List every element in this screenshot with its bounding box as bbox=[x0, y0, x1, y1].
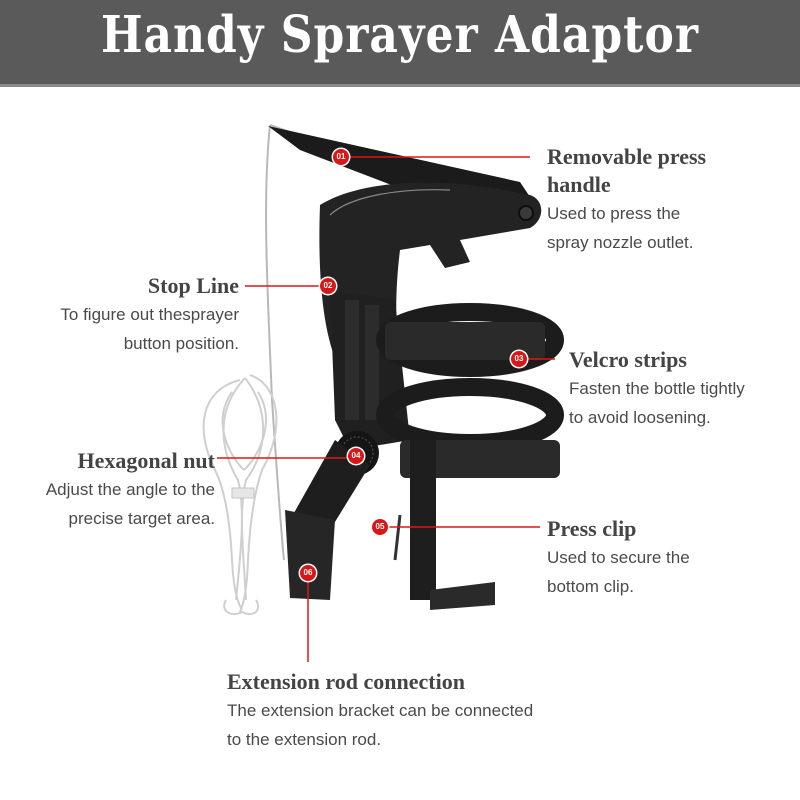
rope-coil-icon bbox=[202, 374, 278, 616]
callout-desc-line2: bottom clip. bbox=[547, 577, 634, 596]
callout-desc-line2: precise target area. bbox=[68, 509, 215, 528]
marker-04-badge: 04 bbox=[348, 448, 364, 464]
callout-title: Hexagonal nut bbox=[77, 448, 215, 473]
marker-01-badge: 01 bbox=[333, 149, 349, 165]
callout-desc-line2: button position. bbox=[123, 334, 239, 353]
callout-desc: Fasten the bottle tightly bbox=[569, 379, 745, 398]
banner-title: Handy Sprayer Adaptor bbox=[100, 6, 700, 65]
callout-extension-rod-connection: Extension rod connection The extension b… bbox=[227, 668, 533, 754]
callout-desc-line2: to avoid loosening. bbox=[569, 408, 711, 427]
leader-lines bbox=[217, 156, 555, 662]
marker-06-badge: 06 bbox=[300, 565, 316, 581]
callout-desc-line2: to the extension rod. bbox=[227, 730, 382, 749]
marker-02-badge: 02 bbox=[320, 278, 336, 294]
callout-title: Stop Line bbox=[147, 273, 239, 298]
callout-desc: To figure out thesprayer bbox=[60, 305, 239, 324]
marker-03-badge: 03 bbox=[511, 351, 527, 367]
marker-05-badge: 05 bbox=[372, 519, 388, 535]
callout-velcro-strips: Velcro strips Fasten the bottle tightly … bbox=[569, 346, 745, 432]
callout-title: Velcro strips bbox=[569, 347, 687, 372]
callout-desc: The extension bracket can be connected bbox=[227, 701, 534, 720]
callout-title: Press clip bbox=[547, 516, 637, 541]
callout-stop-line: Stop Line To figure out thesprayer butto… bbox=[60, 272, 239, 358]
callout-desc-line2: spray nozzle outlet. bbox=[547, 233, 694, 252]
callout-press-clip: Press clip Used to secure the bottom cli… bbox=[547, 515, 690, 601]
callout-title-line2: handle bbox=[547, 172, 611, 197]
callout-desc: Used to press the bbox=[547, 204, 681, 223]
callout-removable-press-handle: Removable press handle Used to press the… bbox=[547, 143, 706, 257]
callout-desc: Used to secure the bbox=[547, 548, 690, 567]
callout-title: Removable press bbox=[547, 144, 707, 169]
callout-desc: Adjust the angle to the bbox=[45, 480, 215, 499]
title-banner: Handy Sprayer Adaptor bbox=[0, 0, 800, 87]
callout-title: Extension rod connection bbox=[227, 669, 465, 694]
callout-hexagonal-nut: Hexagonal nut Adjust the angle to the pr… bbox=[46, 447, 215, 533]
